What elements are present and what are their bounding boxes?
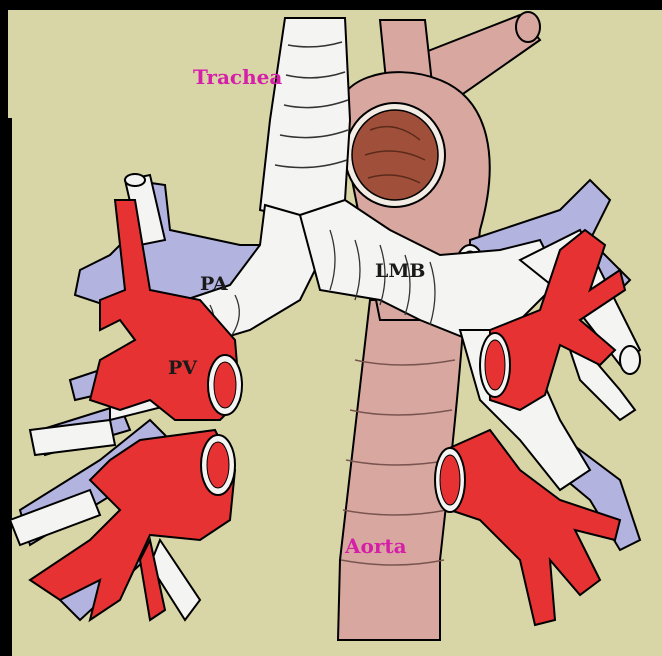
label-pa: PA [200, 273, 228, 295]
label-lmb: LMB [375, 260, 425, 282]
label-aorta: Aorta [344, 534, 407, 558]
left-edge-border [0, 118, 12, 656]
label-pv: PV [168, 357, 198, 379]
label-trachea: Trachea [193, 65, 282, 89]
